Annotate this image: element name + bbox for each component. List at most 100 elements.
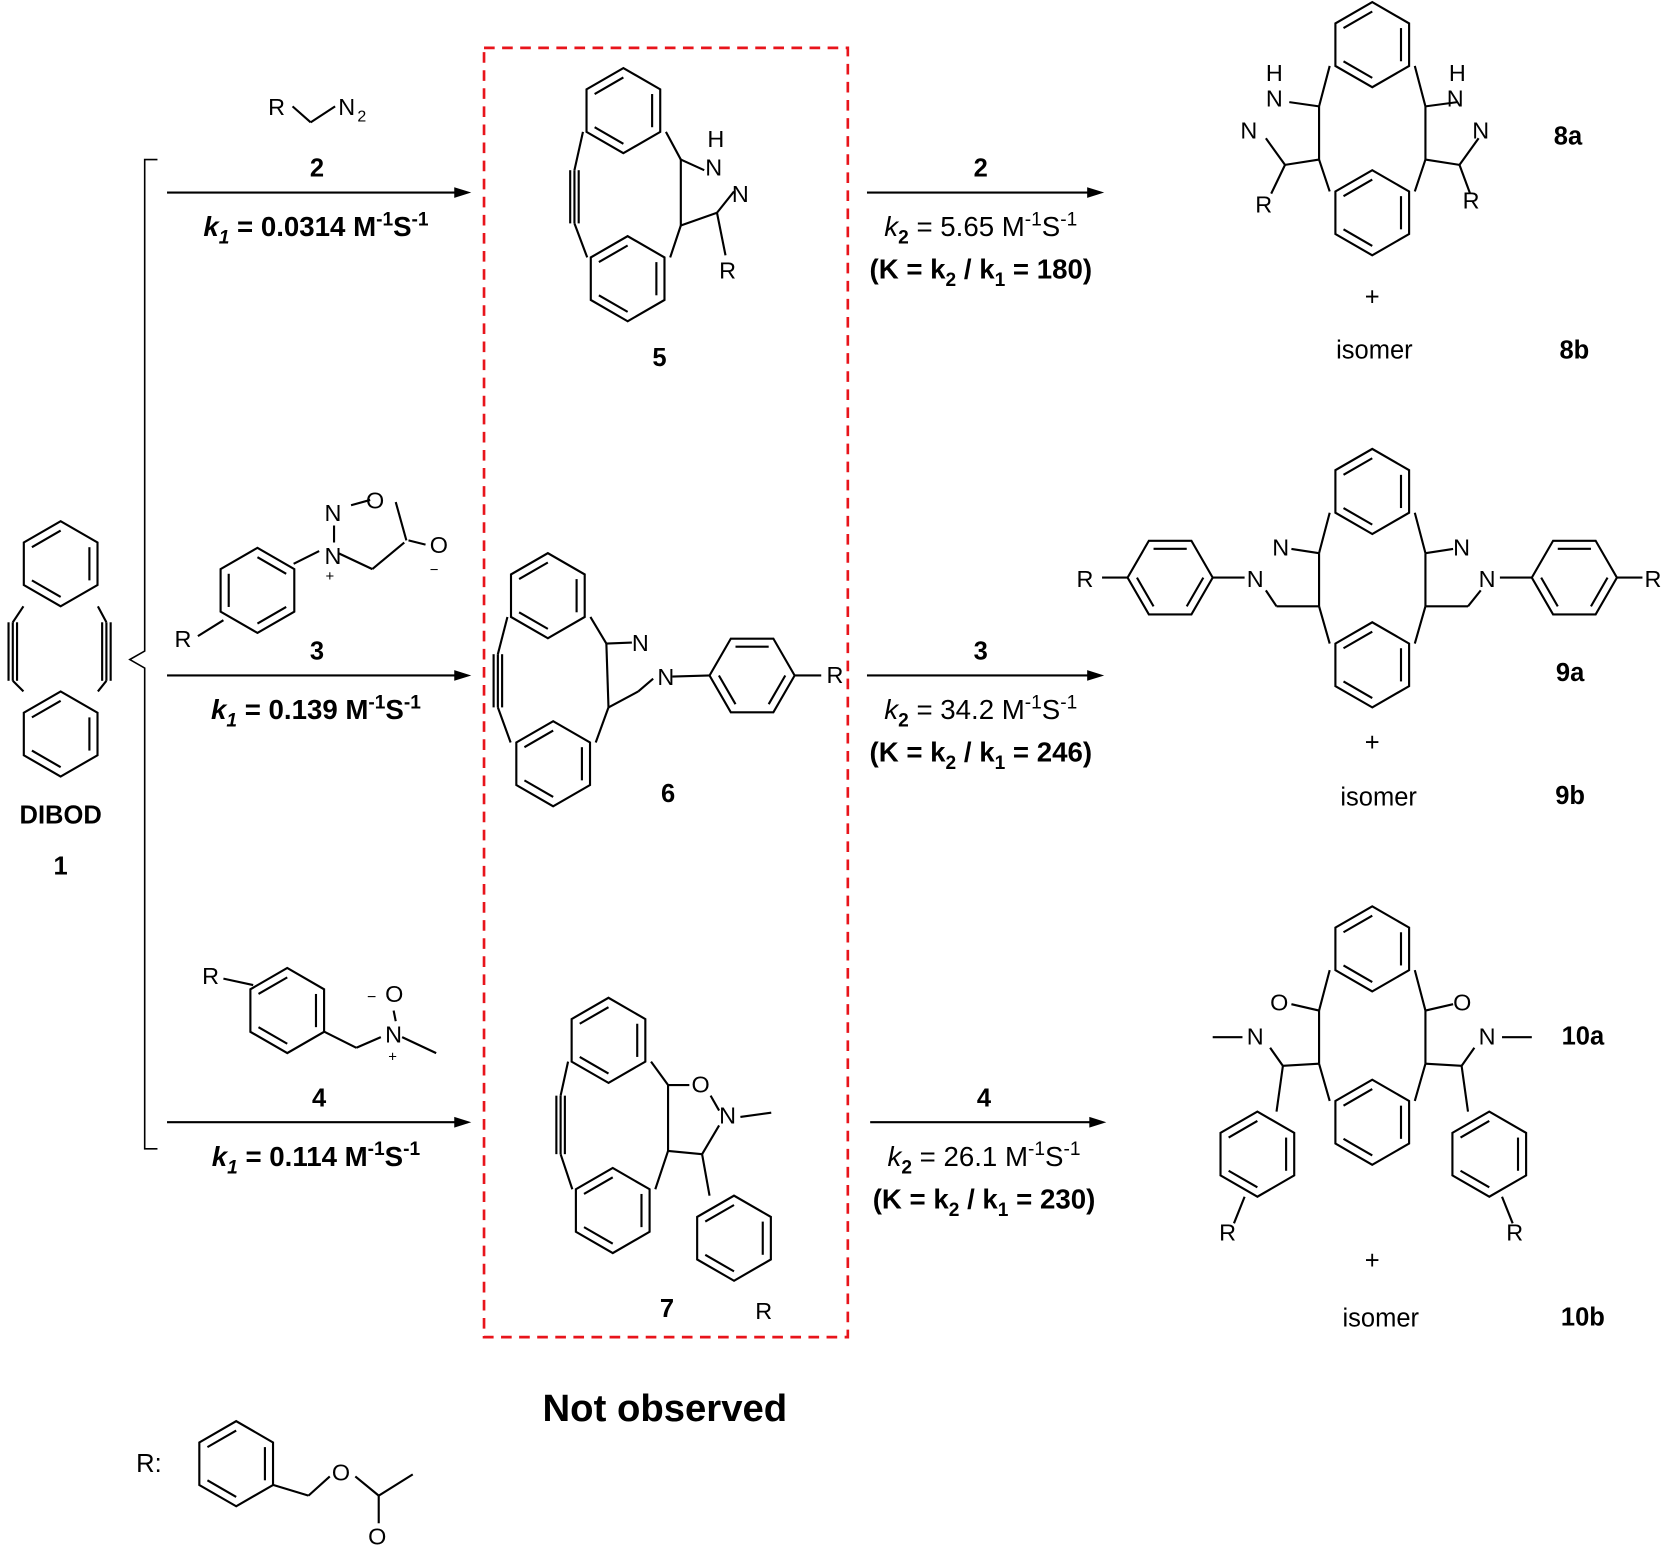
- bond: [350, 498, 371, 507]
- bond: [1318, 65, 1331, 107]
- k2-rate-label-part: = 5.65 M: [909, 211, 1025, 242]
- compound-7-number: 7: [660, 1295, 674, 1323]
- isomer-label: isomer: [1336, 336, 1413, 364]
- atom-label: R: [1463, 187, 1480, 213]
- arrow-layer: [128, 158, 1107, 1150]
- atom-label: R: [1219, 1219, 1236, 1245]
- bond: [371, 541, 405, 570]
- selectivity-ratio-label-part: / k: [959, 1183, 998, 1214]
- bond: [378, 1473, 414, 1497]
- bond: [654, 1150, 670, 1190]
- selectivity-ratio-label-part: 2: [949, 1200, 960, 1221]
- benzene-ring: [1334, 447, 1411, 536]
- bond: [606, 641, 632, 645]
- benzene-ring: [22, 520, 99, 608]
- k2-rate-label: k2 = 5.65 M-1S-1: [884, 210, 1077, 249]
- bond: [573, 223, 589, 258]
- k1-rate-label: k1 = 0.139 M-1S-1: [211, 692, 421, 731]
- benzene-ring: [1334, 1078, 1411, 1167]
- bond: [12, 680, 25, 693]
- bond: [1282, 1062, 1320, 1067]
- benzene-ring: [509, 551, 586, 640]
- bond: [664, 131, 682, 161]
- selectivity-ratio-label: (K = k2 / k1 = 230): [873, 1183, 1096, 1220]
- bond: [1318, 969, 1331, 1011]
- step2-reagent-2: 2: [974, 155, 988, 183]
- atom-label: N: [1479, 1024, 1496, 1050]
- benzene-ring: [1334, 621, 1411, 709]
- atom-label: N: [1247, 1024, 1264, 1050]
- k1-rate-label-part: S: [385, 1141, 403, 1172]
- bond: [709, 1095, 721, 1112]
- benzene-ring: [1334, 905, 1411, 993]
- atom-label: N: [1240, 117, 1257, 143]
- selectivity-ratio-label: (K = k2 / k1 = 180): [870, 254, 1093, 291]
- atom-label: O: [385, 981, 403, 1007]
- bond: [605, 643, 610, 708]
- bond: [1413, 1063, 1427, 1102]
- bond-layer: [7, 0, 1643, 1524]
- compound-5-number: 5: [652, 344, 666, 372]
- reaction-arrow-6-to-9: [866, 670, 1105, 681]
- bond: [715, 212, 727, 256]
- atom-label: R: [268, 94, 285, 120]
- k2-rate-label-part: -1: [1025, 692, 1042, 713]
- reaction-arrow-1-to-7: [167, 1116, 472, 1128]
- k1-rate-label-part: = 0.0314 M: [229, 211, 376, 242]
- bond: [589, 616, 608, 645]
- bond: [11, 605, 25, 623]
- bond: [1289, 101, 1320, 108]
- bond: [97, 680, 108, 693]
- k1-rate-label-part: 1: [219, 228, 230, 249]
- plus-sign: +: [1365, 283, 1380, 311]
- benzene-ring: [1334, 0, 1411, 89]
- bond: [1265, 137, 1286, 166]
- atom-label: N: [719, 1102, 736, 1128]
- bond: [408, 539, 426, 546]
- isomer-label: isomer: [1340, 783, 1417, 811]
- atom-label: N: [1472, 117, 1489, 143]
- k1-rate-label-part: -1: [404, 692, 421, 713]
- selectivity-ratio-label-part: / k: [956, 254, 995, 285]
- selectivity-ratio-label-part: (K = k: [870, 254, 947, 285]
- selectivity-ratio-label-part: 1: [998, 1200, 1009, 1221]
- atom-label: N: [1272, 534, 1289, 560]
- atom-label: −: [430, 562, 439, 578]
- selectivity-ratio-label-part: 1: [995, 270, 1006, 291]
- selectivity-ratio-label-part: 2: [946, 753, 957, 774]
- not-observed-box: [482, 46, 850, 1339]
- k1-rate-label: k1 = 0.0314 M-1S-1: [203, 210, 429, 249]
- bond: [1413, 606, 1427, 644]
- k2-rate-label: k2 = 26.1 M-1S-1: [888, 1139, 1081, 1178]
- benzene-ring: [1334, 168, 1411, 257]
- atom-label: N: [1266, 85, 1283, 111]
- k2-rate-label-part: S: [1045, 1141, 1063, 1172]
- k1-rate-label-part: = 0.114 M: [238, 1141, 368, 1172]
- plus-sign: +: [1365, 729, 1380, 757]
- atom-label: N: [657, 664, 674, 690]
- k1-rate-label-part: 1: [226, 711, 237, 732]
- atom-label: H: [1449, 60, 1466, 86]
- k2-rate-label: k2 = 34.2 M-1S-1: [884, 692, 1077, 731]
- bond: [1270, 164, 1286, 195]
- k2-rate-label-part: -1: [1028, 1139, 1045, 1160]
- k2-rate-label-part: k: [888, 1141, 903, 1172]
- bond: [740, 1111, 772, 1118]
- atom-label: R: [1506, 1219, 1523, 1245]
- bond: [701, 1124, 721, 1155]
- atom-label: N: [338, 94, 355, 120]
- atom-label: R: [202, 963, 219, 989]
- benzene-ring: [708, 637, 796, 714]
- bond: [355, 1036, 382, 1049]
- bond: [1413, 512, 1427, 554]
- bond: [1264, 589, 1278, 607]
- atom-label: H: [1266, 60, 1283, 86]
- k1-rate-label-part: S: [385, 694, 403, 725]
- bond: [1269, 1047, 1284, 1067]
- atom-label: O: [1270, 990, 1288, 1016]
- reagent-4-number: 4: [312, 1084, 327, 1112]
- bond: [1501, 1196, 1514, 1224]
- benzene-ring: [1451, 1110, 1528, 1198]
- product-10a-label: 10a: [1562, 1023, 1605, 1051]
- bond: [310, 105, 336, 124]
